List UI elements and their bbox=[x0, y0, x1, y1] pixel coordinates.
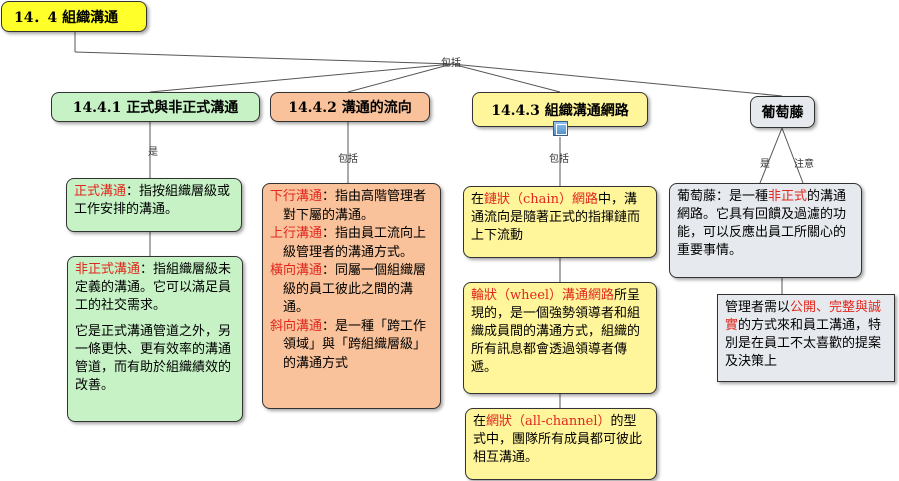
flow-term-lateral: 橫向溝通 bbox=[270, 263, 323, 278]
wheel-term: 輪狀（wheel）溝通網路 bbox=[471, 288, 615, 303]
informal-term: 非正式溝通 bbox=[75, 262, 141, 277]
grapevine-note-term: 公開、完整與誠實 bbox=[725, 300, 882, 333]
root-title: 14．4 組織溝通 bbox=[14, 9, 119, 26]
allchannel-pre: 在 bbox=[473, 414, 487, 429]
b1-label: 是 bbox=[148, 147, 158, 158]
grapevine-note-box[interactable]: 管理者需以公開、完整與誠實的方式來和員工溝通，特別是在員工不太喜歡的提案及決策上 bbox=[717, 294, 895, 382]
chain-network-box[interactable]: 在鏈狀（chain）網路中，溝通流向是隨著正式的指揮鏈而上下流動 bbox=[463, 186, 657, 258]
all-channel-network-box[interactable]: 在網狀（all-channel）的型式中，團隊所有成員都可彼此相互溝通。 bbox=[465, 408, 657, 480]
formal-text: ：指按組織層級或工作安排的溝通。 bbox=[74, 184, 231, 217]
grapevine-def-pre: 葡萄藤：是一種 bbox=[677, 189, 769, 204]
b4-left-label: 是 bbox=[760, 159, 770, 170]
branch-grapevine-title: 葡萄藤 bbox=[761, 105, 804, 121]
informal-communication-box[interactable]: 非正式溝通：指組織層級未定義的溝通。它可以滿足員工的社交需求。 它是正式溝通管道… bbox=[67, 256, 243, 422]
branch-flow-title: 14.4.2 溝通的流向 bbox=[288, 100, 412, 116]
flow-text-down: ：指由高階管理者對下屬的溝通。 bbox=[283, 189, 427, 223]
flow-text-lateral: ：同屬一個組織層級的員工彼此之間的溝通。 bbox=[283, 263, 427, 315]
chain-term: 鏈狀（chain）網路 bbox=[484, 192, 598, 207]
root-branch-label: 包括 bbox=[441, 58, 461, 69]
branch-grapevine[interactable]: 葡萄藤 bbox=[750, 96, 815, 128]
informal-text-1: ：指組織層級未定義的溝通。它可以滿足員工的社交需求。 bbox=[75, 262, 232, 313]
image-icon[interactable] bbox=[553, 121, 568, 136]
flow-term-diagonal: 斜向溝通 bbox=[270, 318, 323, 334]
flow-text-diagonal: ：是一種「跨工作領域」與「跨組織層級」的溝通方式 bbox=[283, 318, 427, 371]
flow-term-up: 上行溝通 bbox=[270, 226, 323, 241]
b4-right-label: 注意 bbox=[794, 159, 814, 170]
b3-label: 包括 bbox=[549, 154, 569, 165]
chain-text: 中，溝通流向是隨著正式的指揮鏈而上下流動 bbox=[471, 192, 641, 243]
communication-flow-box[interactable]: 下行溝通：指由高階管理者對下屬的溝通。 上行溝通：指由員工流向上級管理者的溝通方… bbox=[262, 183, 441, 409]
b2-label: 包括 bbox=[338, 154, 358, 165]
formal-communication-box[interactable]: 正式溝通：指按組織層級或工作安排的溝通。 bbox=[66, 178, 242, 232]
grapevine-def-post: 的溝通網路。它具有回饋及過濾的功能，可以反應出員工所關心的重要事情。 bbox=[677, 189, 847, 258]
grapevine-note-post: 的方式來和員工溝通，特別是在員工不太喜歡的提案及決策上 bbox=[725, 318, 882, 369]
allchannel-term: 網狀（all-channel） bbox=[486, 414, 611, 429]
wheel-text: 所呈現的，是一個強勢領導者和組織成員間的溝通方式，組織的所有訊息都會透過領導者傳… bbox=[471, 288, 641, 375]
grapevine-definition-box[interactable]: 葡萄藤：是一種非正式的溝通網路。它具有回饋及過濾的功能，可以反應出員工所關心的重… bbox=[669, 183, 862, 278]
branch-formal-informal-title: 14.4.1 正式與非正式溝通 bbox=[72, 100, 239, 116]
formal-term: 正式溝通 bbox=[74, 184, 127, 199]
flow-term-down: 下行溝通 bbox=[270, 189, 323, 204]
branch-formal-informal[interactable]: 14.4.1 正式與非正式溝通 bbox=[51, 92, 260, 122]
grapevine-def-term: 非正式 bbox=[768, 189, 808, 204]
branch-flow[interactable]: 14.4.2 溝通的流向 bbox=[270, 92, 430, 122]
root-node[interactable]: 14．4 組織溝通 bbox=[1, 1, 147, 32]
wheel-network-box[interactable]: 輪狀（wheel）溝通網路所呈現的，是一個強勢領導者和組織成員間的溝通方式，組織… bbox=[463, 282, 657, 394]
chain-pre: 在 bbox=[471, 192, 485, 207]
branch-network-title: 14.4.3 組織溝通網路 bbox=[491, 102, 629, 119]
flow-text-up: ：指由員工流向上級管理者的溝通方式。 bbox=[283, 226, 427, 260]
grapevine-note-pre: 管理者需以 bbox=[725, 300, 791, 315]
informal-text-2: 它是正式溝通管道之外，另一條更快、更有效率的溝通管道，而有助於組織績效的改善。 bbox=[75, 324, 232, 393]
allchannel-text: 的型式中，團隊所有成員都可彼此相互溝通。 bbox=[473, 414, 643, 465]
